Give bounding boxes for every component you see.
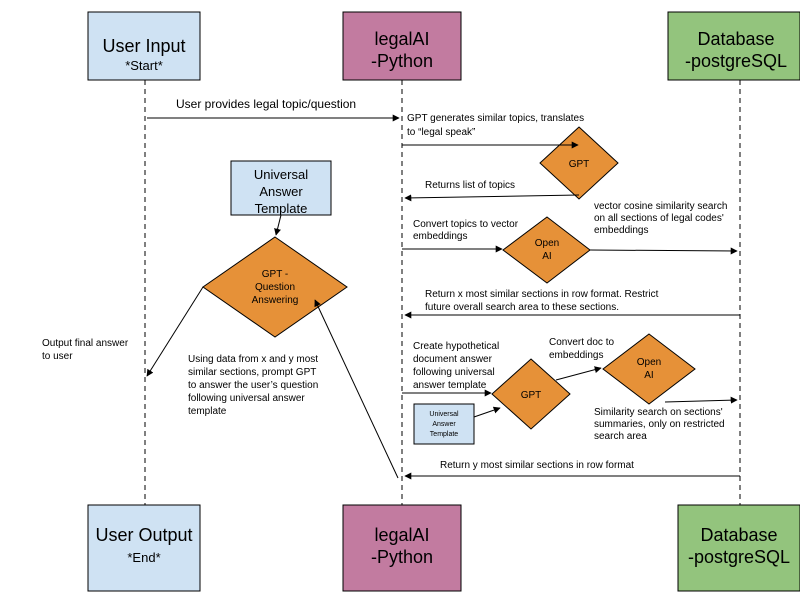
node-label: GPT bbox=[569, 159, 590, 170]
gpt-diamond-1: GPT bbox=[539, 126, 619, 200]
arrow-small-template-to-gpt-2 bbox=[473, 406, 501, 418]
arrow-gpt-qa-to-user bbox=[146, 286, 204, 377]
actor-title: Database bbox=[700, 525, 777, 545]
actor-database-bottom: Database -postgreSQL bbox=[677, 504, 800, 592]
text-line: User provides legal topic/question bbox=[176, 97, 356, 111]
text-line: embeddings bbox=[549, 350, 603, 361]
text-line: Answering bbox=[252, 295, 299, 306]
arrow-openai-1-to-database bbox=[589, 247, 738, 255]
actor-subtitle: -postgreSQL bbox=[688, 547, 790, 567]
arrow-python-to-gpt-qa bbox=[314, 299, 399, 479]
actor-database-top: Database -postgreSQL bbox=[667, 11, 800, 81]
text-line: GPT - bbox=[262, 269, 288, 280]
text-line: Universal bbox=[429, 411, 459, 418]
message-return-y-sections: Return y most similar sections in row fo… bbox=[440, 460, 634, 471]
text-line: on all sections of legal codes' bbox=[594, 213, 724, 224]
text-line: embeddings bbox=[413, 231, 467, 242]
actor-subtitle: *Start* bbox=[125, 58, 163, 73]
actor-title: User Output bbox=[95, 525, 192, 545]
message-user-provides-topic: User provides legal topic/question bbox=[176, 97, 356, 111]
arrow-template-to-gpt-qa bbox=[274, 214, 282, 236]
text-line: GPT bbox=[521, 390, 542, 401]
text-line: Output final answer bbox=[42, 338, 129, 349]
text-line: Open bbox=[535, 238, 559, 249]
actor-user-input: User Input *Start* bbox=[87, 11, 201, 81]
text-line: Returns list of topics bbox=[425, 180, 515, 191]
text-line: template bbox=[188, 406, 227, 417]
message-return-x-sections: Return x most similar sections in row fo… bbox=[425, 289, 659, 313]
gpt-diamond-2: GPT bbox=[491, 358, 571, 430]
text-line: Return y most similar sections in row fo… bbox=[440, 460, 634, 471]
actor-user-output: User Output *End* bbox=[87, 504, 201, 592]
actor-title: legalAI bbox=[374, 525, 429, 545]
text-line: document answer bbox=[413, 354, 493, 365]
arrow-gpt-1-to-python bbox=[404, 194, 580, 202]
text-line: Convert doc to bbox=[549, 337, 614, 348]
message-returns-topics: Returns list of topics bbox=[425, 180, 515, 191]
text-line: to answer the user’s question bbox=[188, 380, 318, 391]
actor-subtitle: -Python bbox=[371, 547, 433, 567]
arrow-openai-2-to-database bbox=[664, 396, 738, 404]
text-line: Return x most similar sections in row fo… bbox=[425, 289, 659, 300]
actor-subtitle: -Python bbox=[371, 51, 433, 71]
message-output-final-answer: Output final answer to user bbox=[42, 338, 129, 362]
text-line: to user bbox=[42, 351, 73, 362]
node-label: GPT bbox=[521, 390, 542, 401]
actor-subtitle: -postgreSQL bbox=[685, 51, 787, 71]
actor-title: User Input bbox=[102, 36, 185, 56]
message-create-hypothetical: Create hypothetical document answer follow… bbox=[413, 341, 499, 391]
message-similarity-search: Similarity search on sections'summaries,… bbox=[594, 407, 725, 442]
text-line: search area bbox=[594, 431, 647, 442]
text-line: Question bbox=[255, 282, 295, 293]
text-line: Universal bbox=[254, 167, 308, 182]
actor-subtitle: *End* bbox=[127, 550, 160, 565]
text-line: GPT generates similar topics, translates bbox=[407, 113, 584, 124]
actor-title: Database bbox=[697, 29, 774, 49]
text-line: Convert topics to vector bbox=[413, 219, 519, 230]
message-prompt-gpt: Using data from x and y most similar sect… bbox=[188, 354, 318, 417]
message-convert-doc: Convert doc to embeddings bbox=[549, 337, 614, 361]
actor-legalai-python-top: legalAI -Python bbox=[342, 11, 462, 81]
arrow-gpt-2-to-openai-2 bbox=[555, 366, 602, 381]
text-line: Template bbox=[430, 431, 459, 438]
text-line: Open bbox=[637, 357, 661, 368]
text-line: following universal bbox=[413, 367, 495, 378]
text-line: Template bbox=[255, 201, 308, 216]
text-line: Answer bbox=[259, 184, 303, 199]
text-line: answer template bbox=[413, 380, 487, 391]
actor-title: legalAI bbox=[374, 29, 429, 49]
text-line: summaries, only on restricted bbox=[594, 419, 725, 430]
text-line: vector cosine similarity search bbox=[594, 201, 727, 212]
text-line: Answer bbox=[432, 421, 456, 428]
text-line: Using data from x and y most bbox=[188, 354, 318, 365]
text-line: future overall search area to these sect… bbox=[425, 302, 619, 313]
text-line: GPT bbox=[569, 159, 590, 170]
text-line: AI bbox=[644, 370, 653, 381]
text-line: following universal answer bbox=[188, 393, 305, 404]
text-line: to “legal speak” bbox=[407, 127, 475, 138]
text-line: similar sections, prompt GPT bbox=[188, 367, 316, 378]
message-gpt-generates-topics: GPT generates similar topics, translates… bbox=[407, 113, 584, 138]
text-line: embeddings bbox=[594, 225, 648, 236]
text-line: AI bbox=[542, 251, 551, 262]
text-line: Create hypothetical bbox=[413, 341, 499, 352]
actor-legalai-python-bottom: legalAI -Python bbox=[342, 504, 462, 592]
text-line: Similarity search on sections' bbox=[594, 407, 723, 418]
